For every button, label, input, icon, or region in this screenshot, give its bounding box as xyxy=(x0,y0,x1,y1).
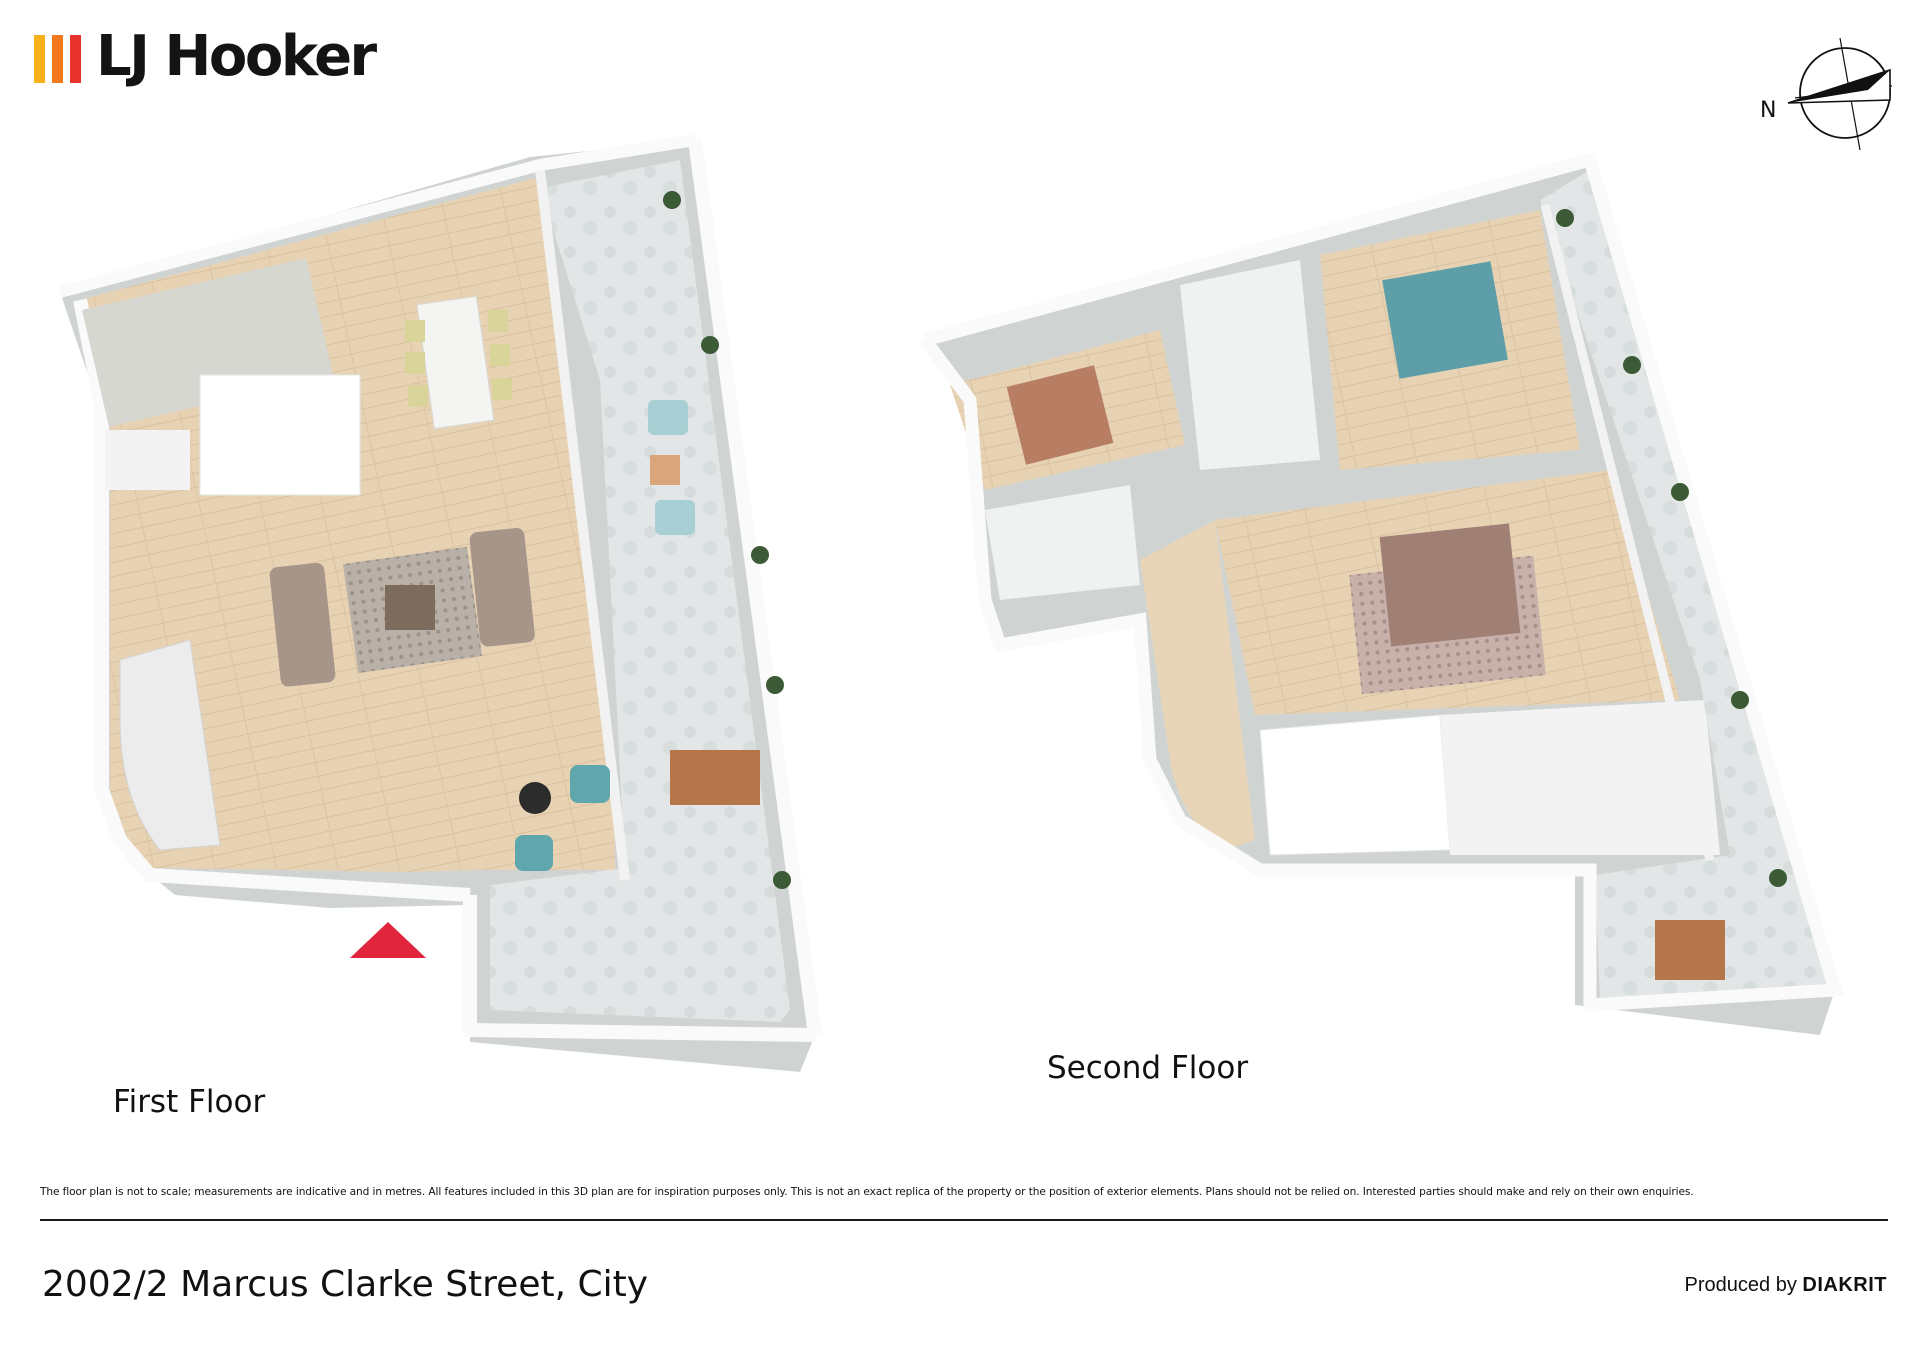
producer-prefix: Produced by xyxy=(1684,1274,1797,1296)
first-floor-label: First Floor xyxy=(113,1084,266,1120)
second-floor-plan xyxy=(919,152,1844,1035)
sofa-right xyxy=(469,527,535,647)
first-floor-staircase xyxy=(119,639,221,851)
coffee-table xyxy=(385,585,435,630)
logo-bar-yellow xyxy=(34,35,45,83)
second-floor-ensuite xyxy=(1440,700,1720,855)
brand-name: LJ Hooker xyxy=(96,24,377,89)
balcony-dining-table xyxy=(670,750,760,805)
bed-2 xyxy=(1006,365,1114,465)
disclaimer-text: The floor plan is not to scale; measurem… xyxy=(40,1186,1694,1198)
logo-bar-red xyxy=(70,35,81,83)
producer-brand: DIAKRIT xyxy=(1802,1274,1887,1296)
compass-north-label: N xyxy=(1760,98,1777,123)
first-floor-bathroom xyxy=(105,430,190,490)
second-floor-walk-in-robe xyxy=(1259,714,1451,856)
second-floor-bathroom-2 xyxy=(985,485,1140,600)
divider xyxy=(40,1219,1888,1221)
logo-bar-orange xyxy=(52,35,63,83)
property-address: 2002/2 Marcus Clarke Street, City xyxy=(42,1264,649,1305)
sofa-left xyxy=(269,562,336,687)
producer-credit: Produced by DIAKRIT xyxy=(1685,1274,1887,1297)
master-bed xyxy=(1379,523,1521,647)
first-floor-plan xyxy=(58,134,822,1072)
first-floor-laundry xyxy=(199,374,361,496)
second-floor-balcony-table xyxy=(1655,920,1725,980)
first-floor-balcony xyxy=(490,160,790,1022)
bed-1 xyxy=(1382,261,1508,379)
second-floor-balcony xyxy=(1540,170,1830,1000)
entrance-marker xyxy=(350,922,426,958)
second-floor-label: Second Floor xyxy=(1047,1050,1249,1086)
dining-table xyxy=(416,295,495,430)
second-floor-bathroom-1 xyxy=(1180,260,1320,470)
north-compass-icon: N xyxy=(1750,37,1900,153)
second-floor-staircase xyxy=(1140,520,1255,850)
